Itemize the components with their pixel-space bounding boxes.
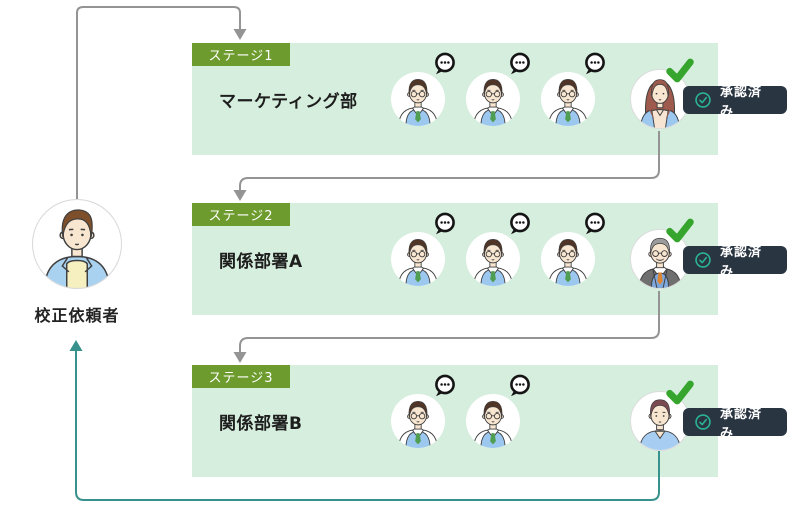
check-circle-icon bbox=[695, 414, 711, 430]
comment-icon bbox=[434, 52, 455, 76]
approved-badge-label: 承認済み bbox=[720, 245, 763, 279]
check-icon bbox=[666, 380, 694, 405]
check-icon bbox=[666, 58, 694, 83]
reviewer-avatar bbox=[466, 374, 530, 448]
person-icon bbox=[548, 78, 588, 126]
arrowhead-down-icon bbox=[233, 190, 247, 201]
approved-badge: 承認済み bbox=[683, 245, 787, 279]
reviewer-avatar bbox=[466, 212, 530, 286]
person-icon bbox=[398, 238, 438, 286]
approved-badge-label: 承認済み bbox=[720, 85, 763, 119]
person-icon bbox=[44, 209, 111, 288]
stage2-department-name: 関係部署A bbox=[219, 251, 303, 272]
person-icon bbox=[473, 78, 513, 126]
stage2-badge-label: ステージ2 bbox=[208, 209, 274, 224]
check-circle-icon bbox=[695, 92, 711, 108]
requester-label: 校正依頼者 bbox=[34, 306, 120, 325]
stage3-department-name: 関係部署B bbox=[219, 413, 303, 434]
requester-avatar bbox=[32, 199, 122, 289]
check-icon bbox=[666, 218, 694, 243]
reviewer-avatar bbox=[391, 212, 455, 286]
comment-icon bbox=[509, 52, 530, 76]
approved-badge: 承認済み bbox=[683, 407, 787, 441]
stage2-badge: ステージ2 bbox=[192, 203, 290, 226]
stage-panel-1: ステージ1 マーケティング部 承認済み bbox=[192, 43, 787, 155]
reviewer-avatar bbox=[541, 52, 605, 126]
arrowhead-down-icon bbox=[233, 29, 247, 40]
comment-icon bbox=[509, 374, 530, 398]
person-icon bbox=[473, 400, 513, 448]
reviewer-avatar bbox=[391, 374, 455, 448]
stage-panel-2: ステージ2 関係部署A 承認済み bbox=[192, 203, 787, 315]
arrowhead-down-icon bbox=[233, 352, 247, 363]
check-circle-icon bbox=[695, 252, 711, 268]
comment-icon bbox=[434, 212, 455, 236]
approved-badge: 承認済み bbox=[683, 85, 787, 119]
approver-avatar bbox=[630, 391, 690, 451]
reviewer-avatar bbox=[391, 52, 455, 126]
comment-icon bbox=[434, 374, 455, 398]
arrowhead-up-icon bbox=[69, 340, 83, 351]
reviewer-avatar bbox=[541, 212, 605, 286]
comment-icon bbox=[584, 52, 605, 76]
approver-avatar bbox=[630, 69, 690, 129]
reviewer-avatar bbox=[466, 52, 530, 126]
stage1-department-name: マーケティング部 bbox=[219, 91, 358, 112]
person-icon bbox=[398, 78, 438, 126]
person-icon bbox=[473, 238, 513, 286]
approver-avatar bbox=[630, 229, 690, 289]
stage-panel-3: ステージ3 関係部署B 承認済み bbox=[192, 365, 787, 477]
comment-icon bbox=[509, 212, 530, 236]
person-icon bbox=[548, 238, 588, 286]
person-icon bbox=[398, 400, 438, 448]
approved-badge-label: 承認済み bbox=[720, 407, 763, 441]
proof-requester: 校正依頼者 bbox=[22, 199, 132, 326]
comment-icon bbox=[584, 212, 605, 236]
